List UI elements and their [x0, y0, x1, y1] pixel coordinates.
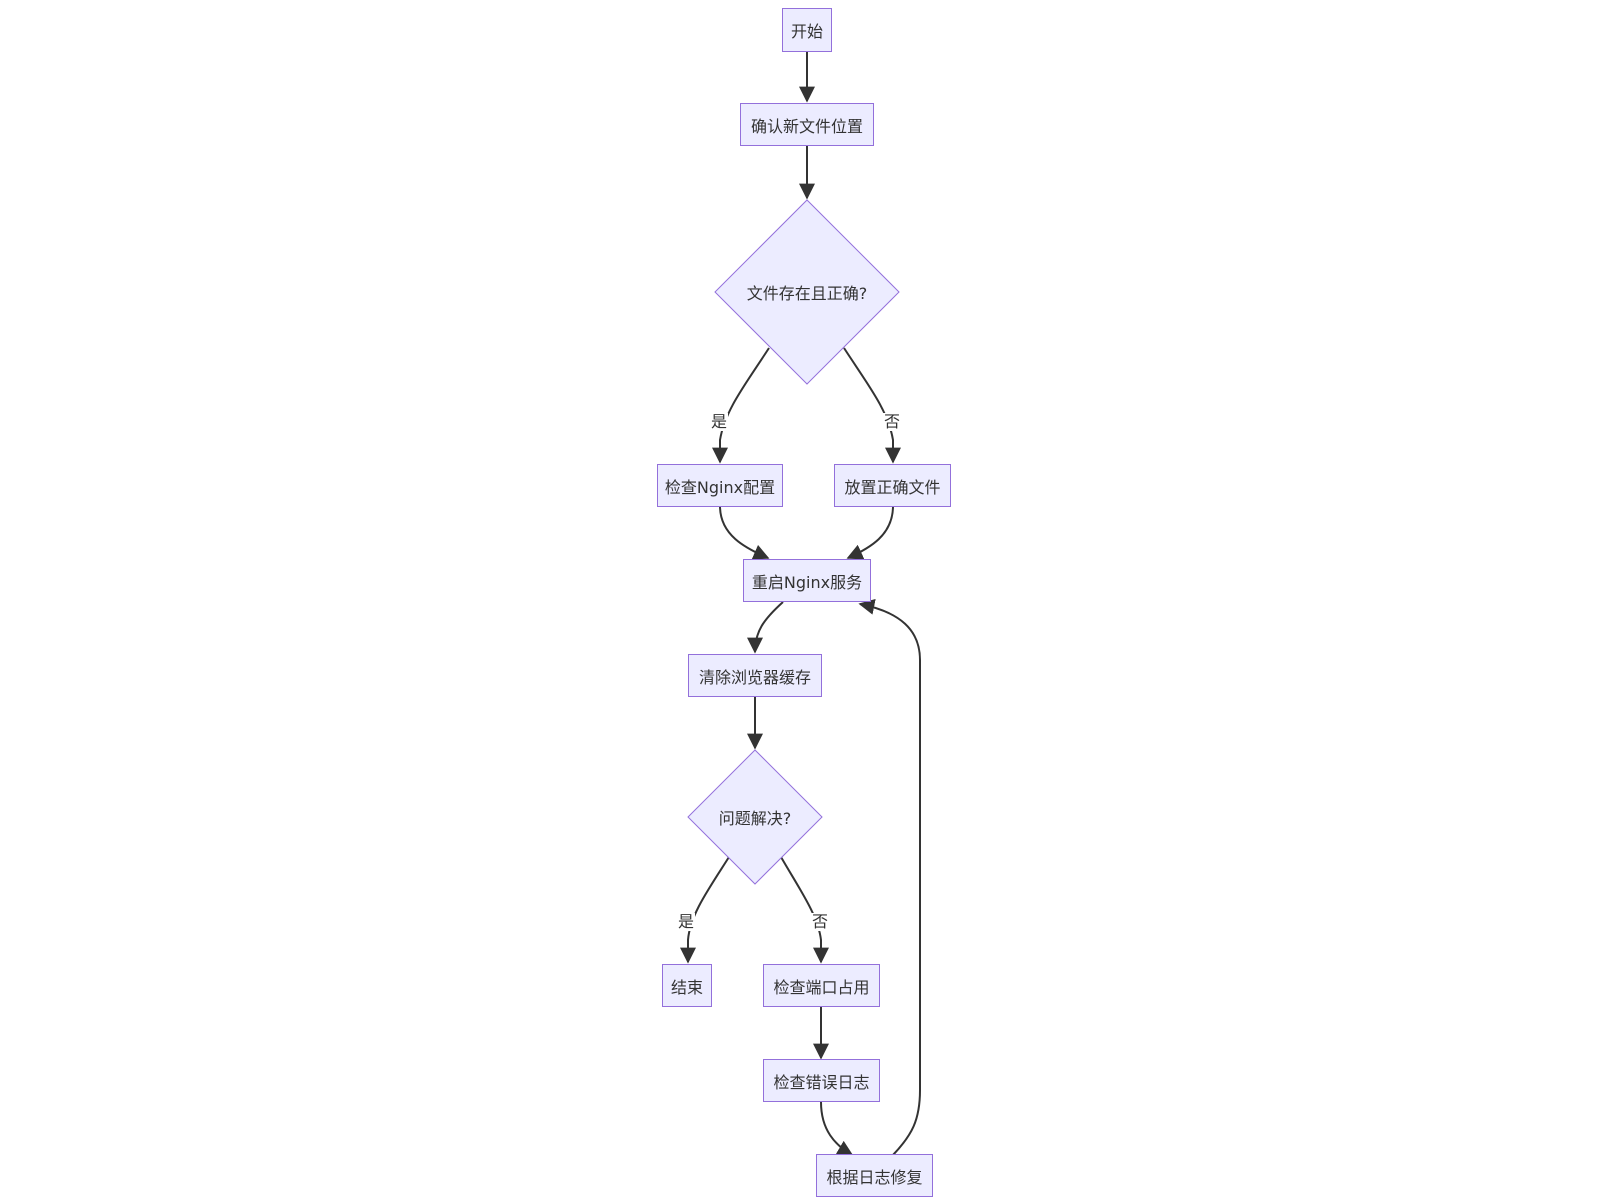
node-check-nginx-config: 检查Nginx配置	[657, 464, 783, 507]
edge-label-file-ok-no: 否	[882, 412, 902, 431]
node-clear-cache: 清除浏览器缓存	[688, 654, 822, 697]
edge-decision-no-to-place-file	[843, 347, 901, 464]
edge-resolved-yes-to-end	[680, 856, 730, 964]
edge-label-resolved-yes: 是	[676, 912, 696, 931]
node-check-port-label: 检查端口占用	[773, 977, 870, 997]
node-restart-nginx: 重启Nginx服务	[743, 559, 871, 602]
node-place-correct-file-label: 放置正确文件	[844, 477, 941, 497]
decision-file-ok: 文件存在且正确?	[714, 199, 900, 385]
edge-decision-yes-to-check-config	[712, 347, 770, 464]
node-place-correct-file: 放置正确文件	[834, 464, 951, 507]
node-clear-cache-label: 清除浏览器缓存	[698, 667, 811, 687]
node-confirm-location-label: 确认新文件位置	[750, 116, 863, 136]
node-check-error-log-label: 检查错误日志	[773, 1072, 870, 1092]
node-start: 开始	[782, 8, 832, 52]
edge-fix-to-restart	[858, 598, 921, 1156]
node-fix-by-log-label: 根据日志修复	[826, 1167, 923, 1187]
decision-file-ok-label: 文件存在且正确?	[746, 284, 868, 303]
edge-resolved-no-to-check-port	[780, 856, 829, 964]
node-check-error-log: 检查错误日志	[763, 1059, 880, 1102]
node-start-label: 开始	[790, 22, 823, 41]
edge-error-log-to-fix	[820, 1101, 854, 1156]
node-confirm-location: 确认新文件位置	[740, 103, 874, 146]
node-check-port: 检查端口占用	[763, 964, 880, 1007]
decision-resolved: 问题解决?	[687, 749, 823, 885]
node-restart-nginx-label: 重启Nginx服务	[751, 572, 863, 592]
node-end: 结束	[662, 964, 712, 1007]
decision-resolved-label: 问题解决?	[718, 809, 792, 828]
edge-label-file-ok-yes: 是	[709, 412, 729, 431]
edge-restart-to-clear-cache	[747, 601, 784, 654]
node-check-nginx-config-label: 检查Nginx配置	[664, 477, 776, 497]
node-end-label: 结束	[670, 977, 703, 997]
edge-label-resolved-no: 否	[810, 912, 830, 931]
edge-check-config-to-restart	[719, 505, 770, 560]
node-fix-by-log: 根据日志修复	[816, 1154, 933, 1197]
edge-place-file-to-restart	[846, 505, 894, 560]
